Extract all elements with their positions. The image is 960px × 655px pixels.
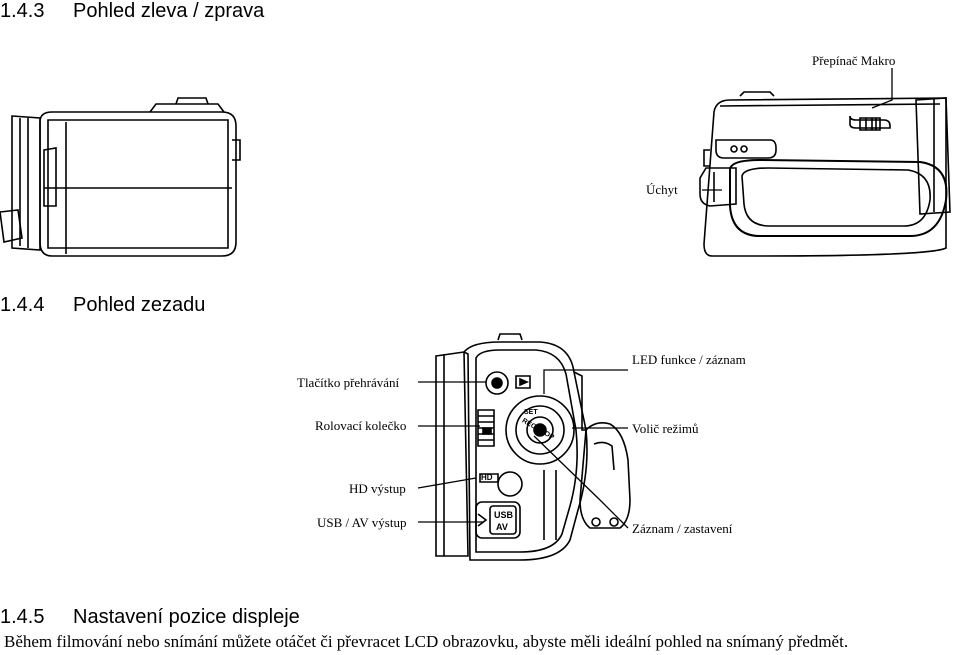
section-title: Nastavení pozice displeje [73, 606, 300, 628]
callout-lines [418, 68, 892, 528]
section-title: Pohled zezadu [73, 294, 206, 316]
label-usb-av-output: USB / AV výstup [317, 515, 407, 530]
section-heading-back-view: 1.4.4 Pohled zezadu [0, 294, 205, 316]
label-hd-output: HD výstup [349, 481, 406, 496]
section-title: Pohled zleva / zprava [73, 0, 265, 22]
camera-left-side-illustration [0, 98, 240, 256]
label-led: LED funkce / záznam [632, 352, 746, 367]
section-number: 1.4.3 [0, 0, 45, 22]
camera-right-side-illustration [700, 92, 950, 256]
camera-back-view-illustration [436, 334, 630, 560]
label-macro-switch: Přepínač Makro [812, 53, 896, 68]
label-strap: Úchyt [646, 182, 678, 197]
section-number: 1.4.5 [0, 606, 45, 628]
label-mode-dial: Volič režimů [632, 421, 699, 436]
label-playback-button: Tlačítko přehrávání [297, 375, 400, 390]
label-scroll-wheel: Rolovací kolečko [315, 418, 407, 433]
device-marking-av: AV [496, 522, 508, 532]
device-marking-set: SET [524, 409, 538, 416]
device-marking-usb: USB [494, 510, 514, 520]
section-heading-side-view: 1.4.3 Pohled zleva / zprava [0, 0, 264, 22]
label-record-stop: Záznam / zastavení [632, 521, 733, 536]
body-paragraph: Během filmování nebo snímání můžete otáč… [4, 632, 849, 651]
section-heading-display: 1.4.5 Nastavení pozice displeje [0, 606, 300, 628]
device-marking-hd: HD [481, 473, 493, 482]
section-number: 1.4.4 [0, 294, 45, 316]
